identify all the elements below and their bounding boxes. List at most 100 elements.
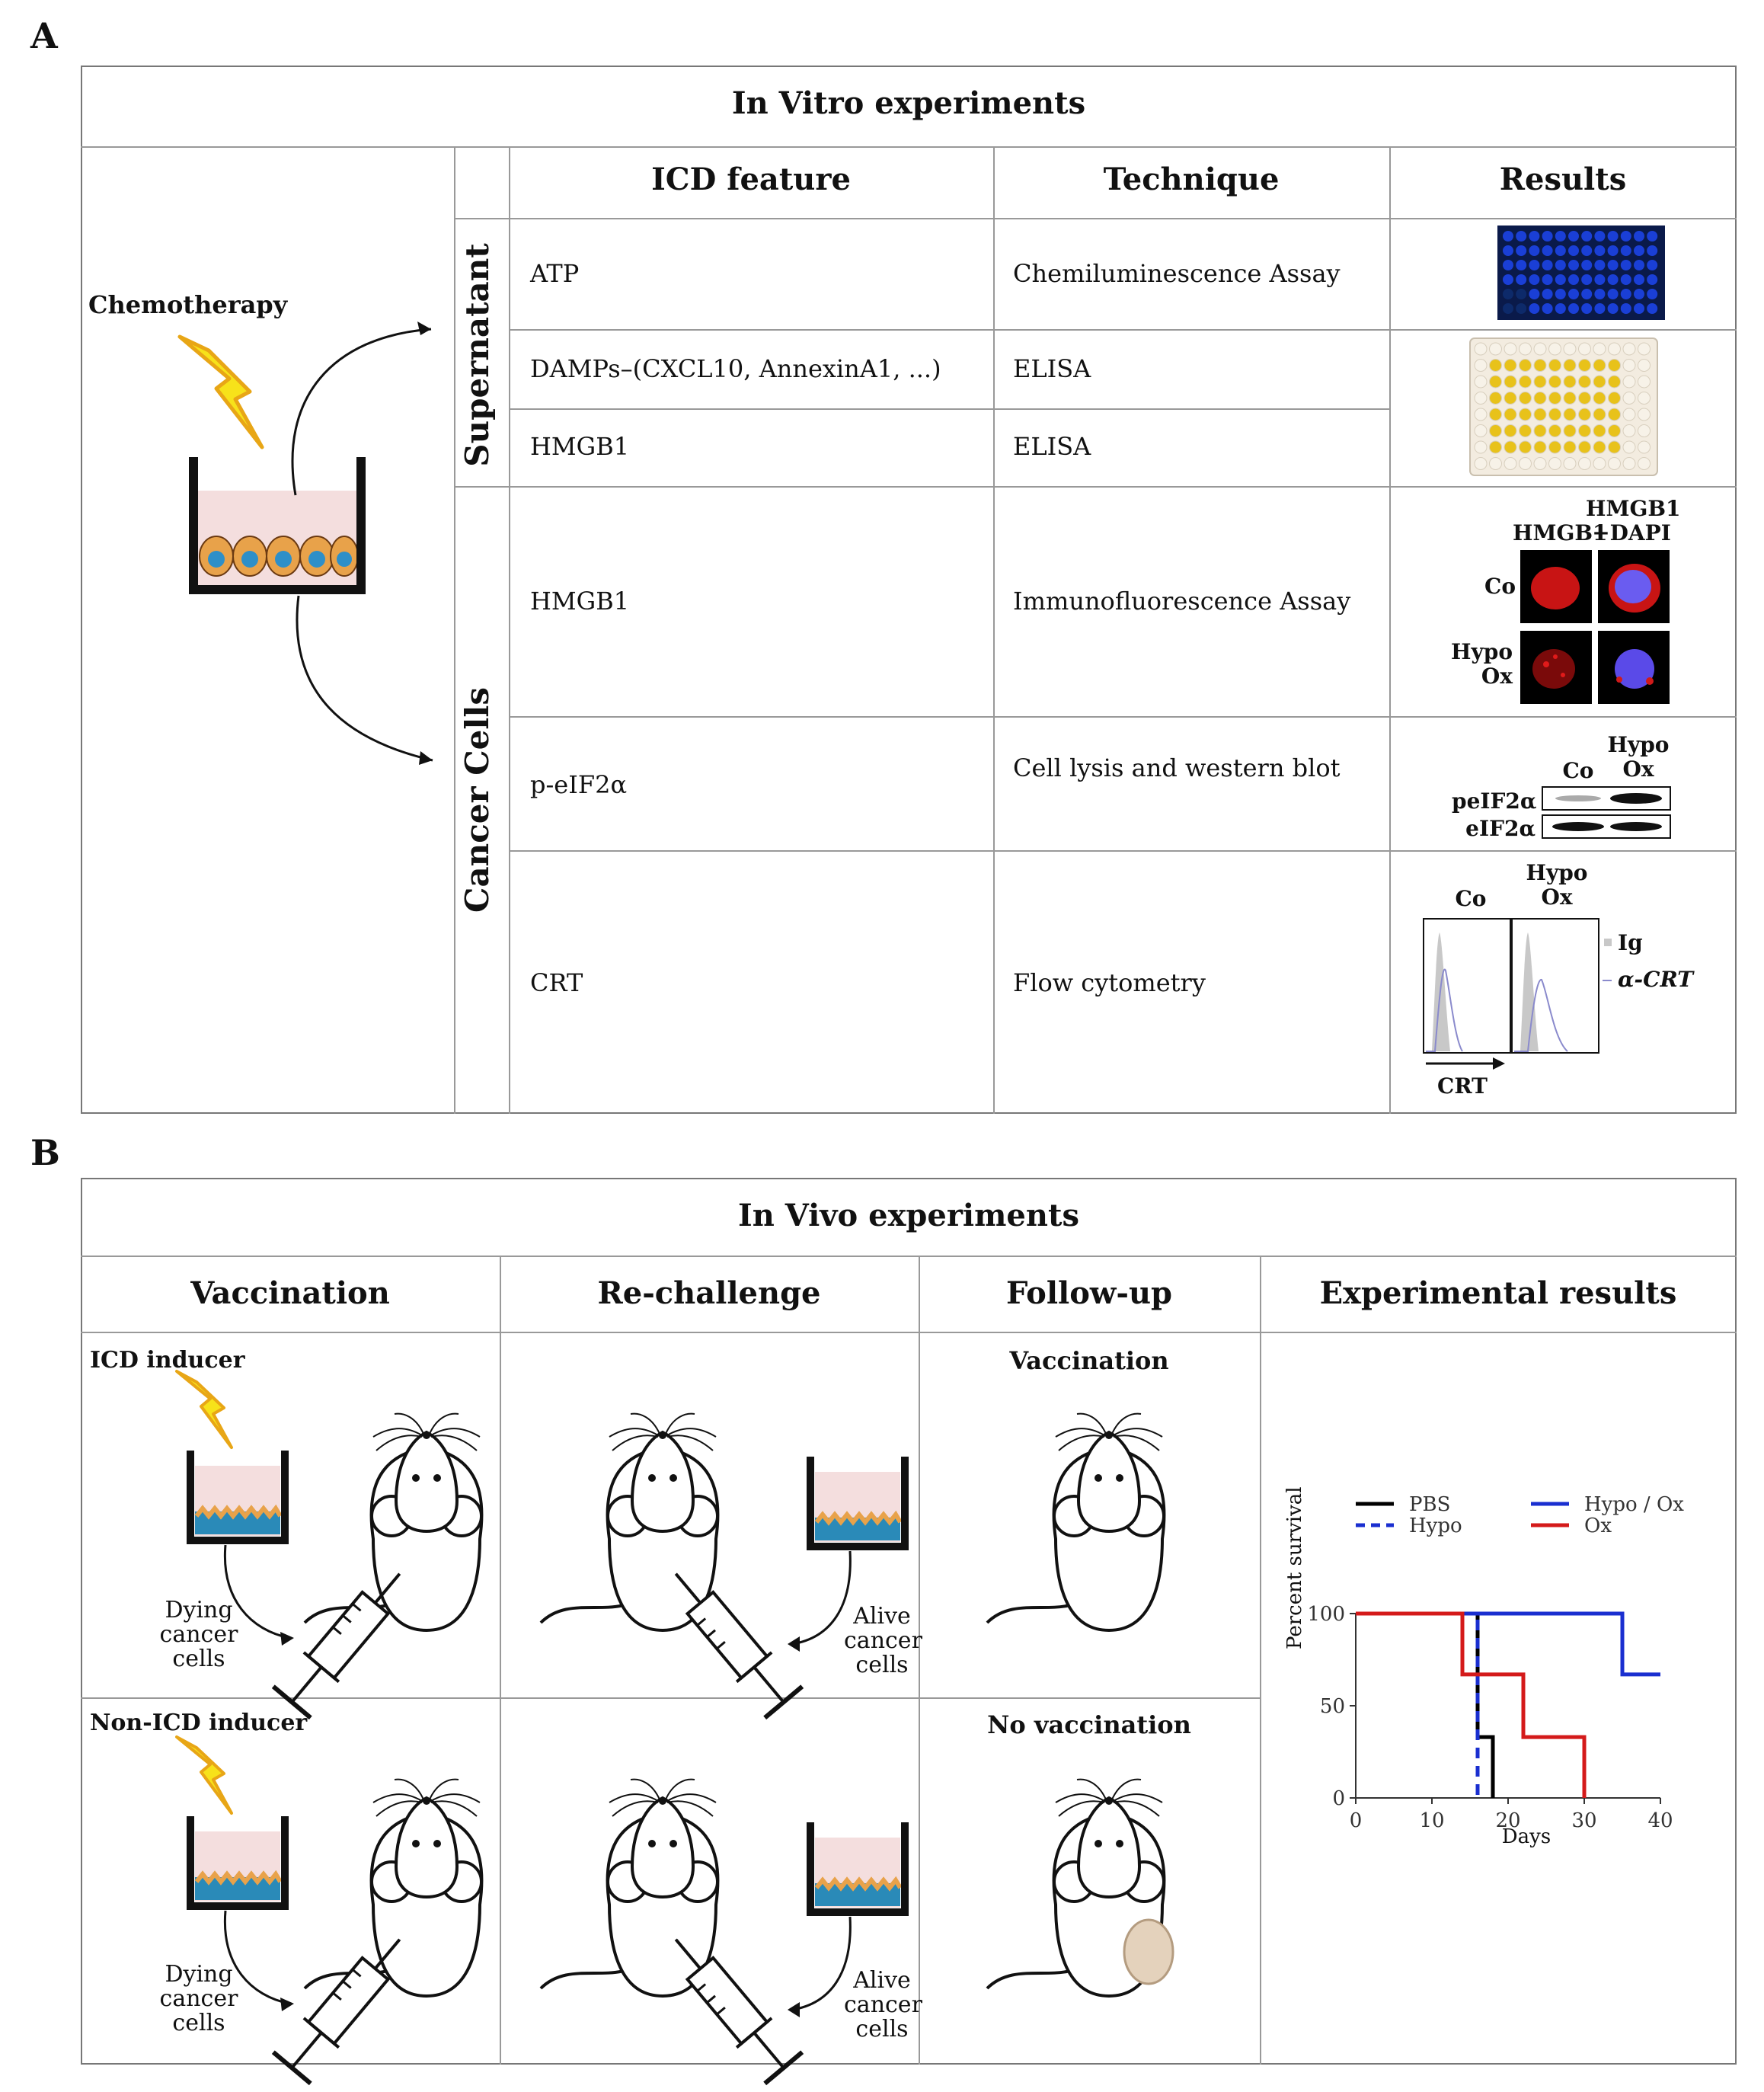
plate-well: [1608, 457, 1621, 470]
panel-b-letter: B: [30, 1132, 60, 1173]
plate-well: [1634, 260, 1644, 270]
panel-b-title: In Vivo experiments: [738, 1198, 1079, 1233]
plate-well: [1533, 392, 1547, 405]
plate-well: [1519, 375, 1532, 389]
header-rechallenge: Re-challenge: [597, 1275, 821, 1311]
plate-well: [1581, 289, 1593, 299]
plate-well: [1474, 359, 1488, 372]
plate-well: [1563, 342, 1577, 356]
row-technique: ELISA: [1013, 354, 1091, 383]
divider: [81, 1256, 1737, 1257]
plate-well: [1555, 245, 1566, 256]
panel-a-title: In Vitro experiments: [731, 85, 1086, 121]
plate-well: [1568, 260, 1579, 270]
plate-well: [1519, 457, 1532, 470]
divider: [454, 486, 1737, 488]
panel-a-frame: [81, 66, 1737, 1114]
divider: [509, 716, 1737, 718]
plate-well: [1593, 440, 1606, 454]
culture-well-icon: [189, 457, 366, 594]
wb-col-co: Co: [1562, 758, 1594, 783]
plate-well: [1607, 289, 1619, 299]
plate-well: [1563, 457, 1577, 470]
divider: [81, 1697, 1261, 1699]
plate-well: [1634, 274, 1644, 285]
plate-well: [1474, 392, 1488, 405]
plate-well: [1548, 375, 1561, 389]
plate-well: [1474, 424, 1488, 437]
arrow-up-icon: [291, 321, 432, 496]
plate-well: [1634, 289, 1644, 299]
plate-well: [1634, 231, 1644, 242]
culture-well-icon: [810, 1457, 905, 1547]
series-line: [1356, 1611, 1587, 1798]
plate-well: [1647, 260, 1658, 270]
mouse-icon: [303, 1412, 484, 1632]
plate-well: [1607, 231, 1619, 242]
chart-x-axis-label: Days: [1501, 1825, 1551, 1848]
plate-well: [1542, 231, 1553, 242]
plate-well: [1474, 342, 1488, 356]
plate-well: [1533, 424, 1547, 437]
culture-well-icon: [190, 1451, 285, 1540]
plate-well: [1622, 424, 1636, 437]
x-tick-label: 40: [1647, 1809, 1673, 1832]
x-tick-label: 10: [1419, 1809, 1444, 1832]
flow-legend-acrt: α-CRT: [1618, 967, 1694, 992]
plate-well: [1578, 359, 1591, 372]
divider: [919, 1256, 920, 2065]
plate-well: [1489, 440, 1502, 454]
plate-well: [1594, 303, 1606, 314]
plate-well: [1647, 274, 1658, 285]
plate-well: [1504, 342, 1517, 356]
lightning-icon: [175, 1735, 233, 1815]
legend-label: Ox: [1584, 1515, 1612, 1537]
if-row-hypo-ox: Hypo Ox: [1451, 639, 1513, 689]
plate-well: [1638, 424, 1651, 437]
header-experimental-results: Experimental results: [1319, 1275, 1677, 1311]
plate-well: [1581, 274, 1593, 285]
syringe-icon: [657, 1924, 802, 2084]
syringe-icon: [657, 1558, 802, 1718]
plate-well: [1647, 303, 1658, 314]
alive-cells-label: Alive cancer cells: [844, 1603, 922, 1678]
plate-well: [1620, 303, 1631, 314]
flow-col-co: Co: [1455, 886, 1487, 911]
row-technique: Cell lysis and western blot: [1013, 753, 1341, 782]
plate-well: [1548, 457, 1561, 470]
panel-a-letter: A: [30, 15, 58, 56]
plate-well: [1563, 359, 1577, 372]
plate-well: [1529, 274, 1540, 285]
plate-well: [1620, 260, 1631, 270]
plate-well: [1519, 424, 1532, 437]
dying-cells-label: Dying cancer cells: [159, 1961, 238, 2036]
plate-well: [1578, 424, 1591, 437]
elisa-plate-image: [1469, 337, 1658, 476]
plate-well: [1620, 274, 1631, 285]
plate-well: [1581, 245, 1593, 256]
plate-well: [1489, 375, 1502, 389]
lightning-icon: [175, 1370, 233, 1449]
plate-well: [1638, 457, 1651, 470]
row-technique: Chemiluminescence Assay: [1013, 259, 1341, 288]
chemotherapy-illustration: [177, 321, 433, 765]
legend-label: Hypo / Ox: [1584, 1493, 1684, 1516]
plate-well: [1594, 245, 1606, 256]
y-tick-label: 50: [1320, 1695, 1345, 1718]
row-feature: DAMPs–(CXCL10, AnnexinA1, ...): [530, 354, 941, 383]
plate-well: [1593, 408, 1606, 421]
plate-well: [1581, 231, 1593, 242]
legend-label: PBS: [1409, 1493, 1450, 1516]
flow-cytometry-image: [1423, 918, 1599, 1070]
divider: [509, 850, 1737, 852]
plate-well: [1504, 375, 1517, 389]
plate-well: [1503, 260, 1513, 270]
non-icd-inducer-label: Non-ICD inducer: [90, 1710, 308, 1736]
divider: [454, 146, 455, 1114]
flow-legend-ig: Ig: [1618, 930, 1643, 955]
plate-well: [1620, 289, 1631, 299]
plate-well: [1581, 303, 1593, 314]
row-feature: HMGB1: [530, 587, 630, 616]
